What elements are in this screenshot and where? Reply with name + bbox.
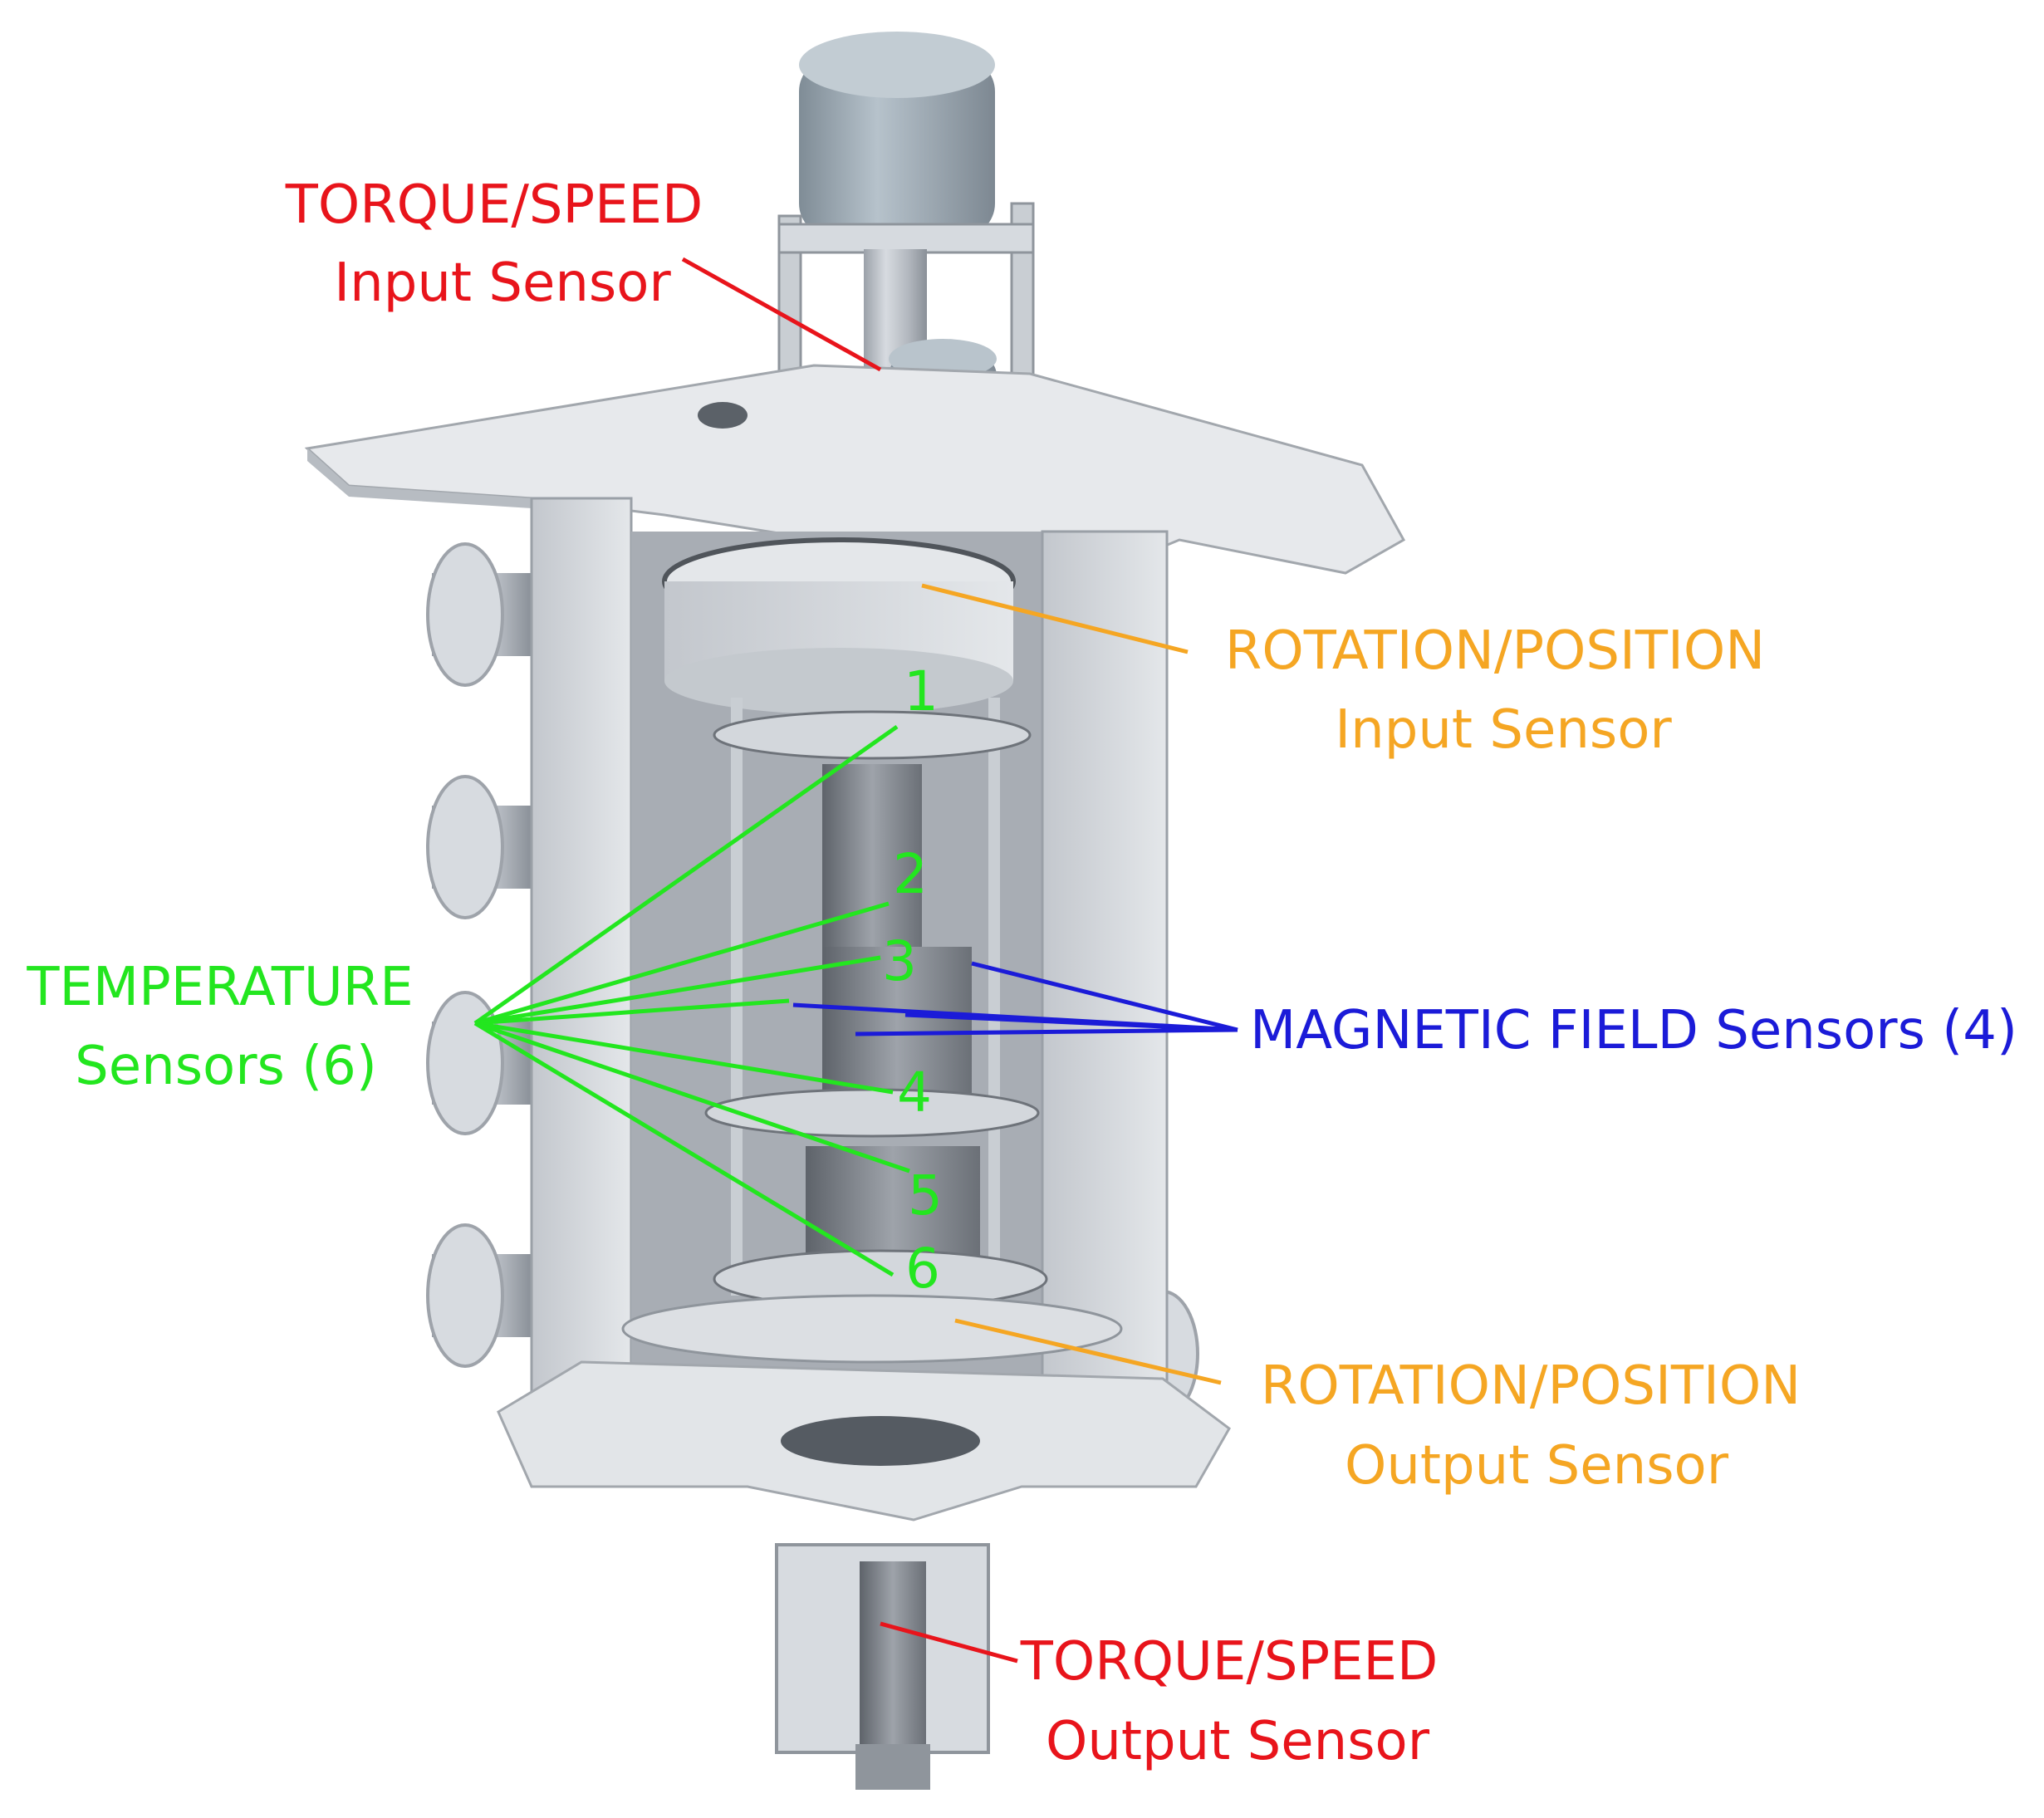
callout-torque-output: TORQUE/SPEED Output Sensor (1020, 1631, 1439, 1772)
callout-rotation-output: ROTATION/POSITION Output Sensor (1261, 1355, 1801, 1497)
leader-magnetic-1 (971, 961, 1238, 1032)
top-plate-edge (307, 448, 532, 508)
leader-rotation-output (954, 1318, 1222, 1385)
bottom-stub (855, 1744, 930, 1790)
callout-temperature: TEMPERATURE Sensors (6) (26, 957, 413, 1097)
top-frame-bar (777, 223, 1035, 254)
leader-temp-mid (474, 998, 790, 1026)
leader-magnetic-3 (792, 1002, 1238, 1032)
leader-temp-6 (473, 1021, 895, 1277)
chamber-wall-left (530, 497, 633, 1463)
leader-temp-3 (474, 955, 881, 1026)
torque-output-line2: Output Sensor (1046, 1711, 1430, 1772)
torque-input-line2: Input Sensor (334, 252, 671, 314)
leader-torque-input (681, 257, 882, 372)
side-flanges (426, 542, 1199, 1418)
callout-rotation-input: ROTATION/POSITION Input Sensor (1225, 620, 1765, 761)
leader-rotation-input (921, 583, 1189, 654)
torque-output-line1: TORQUE/SPEED (1020, 1631, 1439, 1693)
leader-temp-1 (473, 724, 899, 1026)
rotation-input-line2: Input Sensor (1335, 699, 1672, 761)
leader-magnetic-4 (855, 1027, 1238, 1036)
top-motor (799, 58, 995, 237)
temp-number-6: 6 (905, 1237, 940, 1301)
leader-temp-5 (474, 1021, 910, 1174)
temperature-numbers: 1 2 3 4 5 6 (882, 659, 943, 1301)
leader-temp-4 (474, 1021, 894, 1095)
plate-1 (713, 710, 1032, 760)
temp-number-3: 3 (882, 929, 917, 993)
top-plate-hole (698, 402, 748, 429)
temp-number-5: 5 (908, 1164, 943, 1228)
leader-lines (473, 257, 1238, 1664)
callout-torque-input: TORQUE/SPEED Input Sensor (285, 174, 703, 314)
inner-rods-right (988, 698, 1000, 1296)
temp-number-4: 4 (897, 1061, 932, 1125)
leader-temp-2 (474, 901, 890, 1026)
rotation-input-line1: ROTATION/POSITION (1225, 620, 1765, 682)
rotation-output-line2: Output Sensor (1345, 1435, 1729, 1497)
callout-magnetic: MAGNETIC FIELD Sensors (4) (1250, 1000, 2017, 1061)
temperature-line2: Sensors (6) (75, 1036, 377, 1097)
plate-2 (704, 1088, 1040, 1138)
rotation-output-plate (621, 1294, 1123, 1364)
temperature-line1: TEMPERATURE (26, 957, 413, 1018)
base-turntable (781, 1416, 980, 1466)
top-motor-cap (799, 32, 995, 98)
leader-torque-output (880, 1621, 1018, 1664)
inner-rods-left (731, 698, 743, 1296)
temp-number-1: 1 (904, 659, 939, 723)
magnetic-line1: MAGNETIC FIELD Sensors (4) (1250, 1000, 2017, 1061)
temp-number-2: 2 (893, 842, 928, 906)
bottom-coupling (860, 1561, 926, 1744)
rotation-output-line1: ROTATION/POSITION (1261, 1355, 1801, 1417)
torque-input-line1: TORQUE/SPEED (285, 174, 703, 236)
